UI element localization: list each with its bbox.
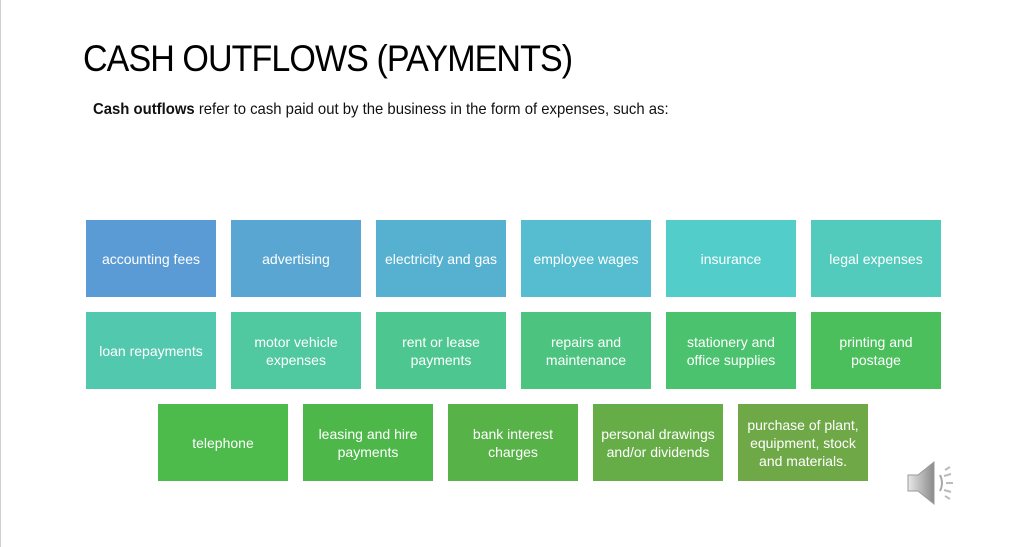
expense-box: motor vehicle expenses <box>231 312 361 389</box>
expense-box: telephone <box>158 404 288 481</box>
expense-label: leasing and hire payments <box>318 425 418 460</box>
intro-text: Cash outflows refer to cash paid out by … <box>93 101 669 119</box>
expense-box: personal drawings and/or dividends <box>593 404 723 481</box>
expense-box: rent or lease payments <box>376 312 506 389</box>
expense-box: electricity and gas <box>376 220 506 297</box>
expense-label: stationery and office supplies <box>686 333 776 368</box>
expense-label: insurance <box>700 250 762 267</box>
expense-label: telephone <box>192 434 254 451</box>
speaker-icon[interactable] <box>906 458 958 508</box>
expense-label: printing and postage <box>839 333 913 368</box>
expense-label: legal expenses <box>829 250 923 267</box>
expense-label: motor vehicle expenses <box>254 333 338 368</box>
expense-label: rent or lease payments <box>402 333 480 368</box>
expense-box: bank interest charges <box>448 404 578 481</box>
expense-box: insurance <box>666 220 796 297</box>
slide-title: CASH OUTFLOWS (PAYMENTS) <box>83 38 573 79</box>
expense-box: leasing and hire payments <box>303 404 433 481</box>
expense-label: personal drawings and/or dividends <box>601 425 715 460</box>
expense-label: advertising <box>262 250 330 267</box>
expense-box: stationery and office supplies <box>666 312 796 389</box>
expense-box: printing and postage <box>811 312 941 389</box>
expense-box: purchase of plant, equipment, stock and … <box>738 404 868 481</box>
intro-rest: refer to cash paid out by the business i… <box>194 101 669 118</box>
expense-label: accounting fees <box>101 250 201 267</box>
intro-bold: Cash outflows <box>93 101 195 118</box>
expense-box: legal expenses <box>811 220 941 297</box>
expense-box: advertising <box>231 220 361 297</box>
expense-box: accounting fees <box>86 220 216 297</box>
expense-label: electricity and gas <box>384 250 498 267</box>
expense-box: loan repayments <box>86 312 216 389</box>
slide-edge <box>0 0 1 547</box>
expense-label: employee wages <box>533 250 639 267</box>
expense-label: purchase of plant, equipment, stock and … <box>747 416 859 469</box>
expense-box: employee wages <box>521 220 651 297</box>
expense-label: bank interest charges <box>472 425 554 460</box>
expense-box: repairs and maintenance <box>521 312 651 389</box>
expense-label: repairs and maintenance <box>545 333 627 368</box>
expense-label: loan repayments <box>99 342 203 359</box>
